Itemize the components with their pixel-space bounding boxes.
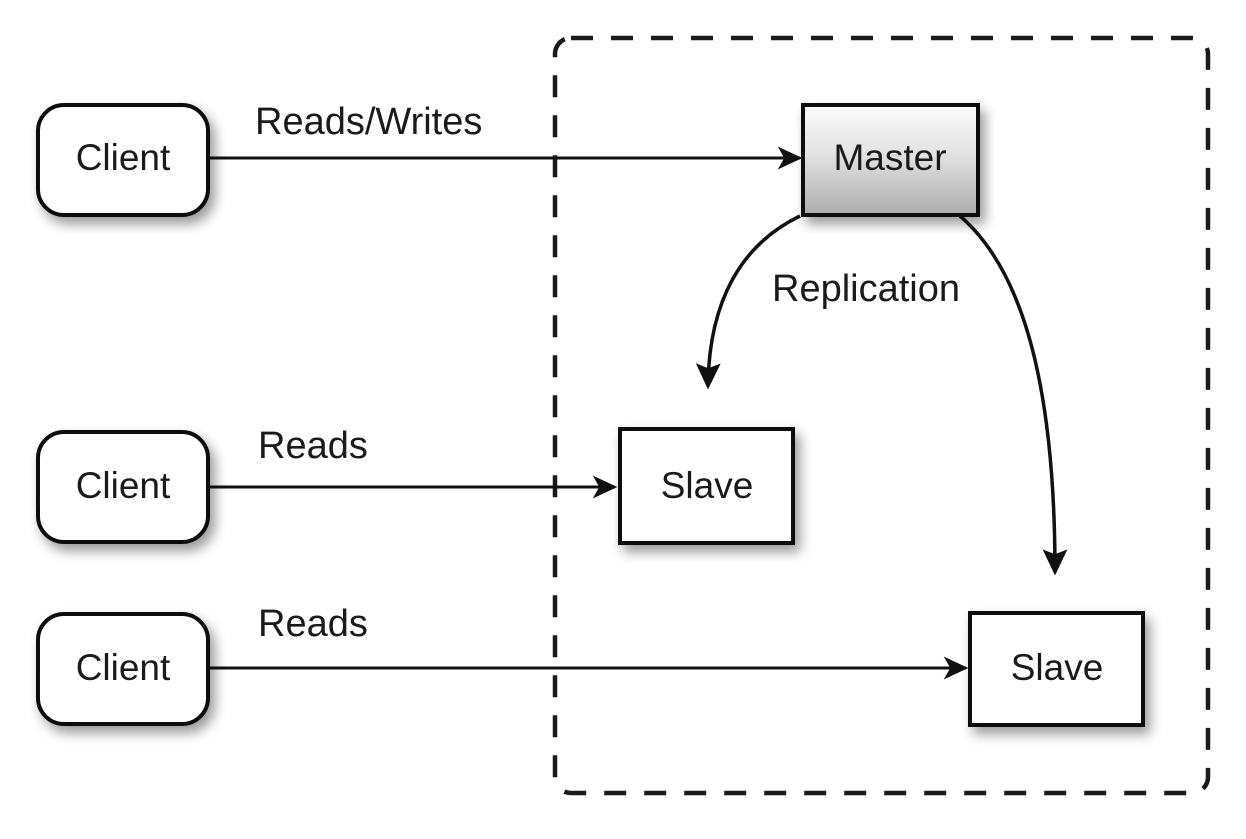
node-slave-2[interactable]: Slave — [968, 611, 1145, 727]
node-slave-1[interactable]: Slave — [618, 427, 795, 545]
slave-2-label: Slave — [1011, 647, 1104, 688]
client-3-label: Client — [76, 647, 171, 688]
client-1-label: Client — [76, 137, 171, 178]
node-client-3[interactable]: Client — [36, 612, 210, 726]
client-2-label: Client — [76, 465, 171, 506]
master-shape[interactable] — [801, 103, 980, 217]
edge-master-slave1-curve — [695, 214, 801, 390]
client-2-shape[interactable] — [36, 430, 210, 544]
node-master[interactable]: Master — [801, 103, 980, 217]
client-1-shape[interactable] — [36, 103, 210, 217]
edge-label-reads-writes: Reads/Writes — [255, 101, 482, 143]
master-label: Master — [833, 137, 946, 178]
slave-1-shape[interactable] — [618, 427, 795, 545]
slave-1-label: Slave — [661, 465, 754, 506]
node-client-1[interactable]: Client — [36, 103, 210, 217]
node-client-2[interactable]: Client — [36, 430, 210, 544]
database-cluster-boundary — [552, 35, 1211, 796]
edge-master-slave2-curve — [958, 214, 1068, 576]
edge-label-reads-upper: Reads — [258, 425, 368, 467]
client-3-shape[interactable] — [36, 612, 210, 726]
edge-label-replication: Replication — [772, 268, 960, 310]
slave-2-shape[interactable] — [968, 611, 1145, 727]
edge-label-reads-lower: Reads — [258, 603, 368, 645]
